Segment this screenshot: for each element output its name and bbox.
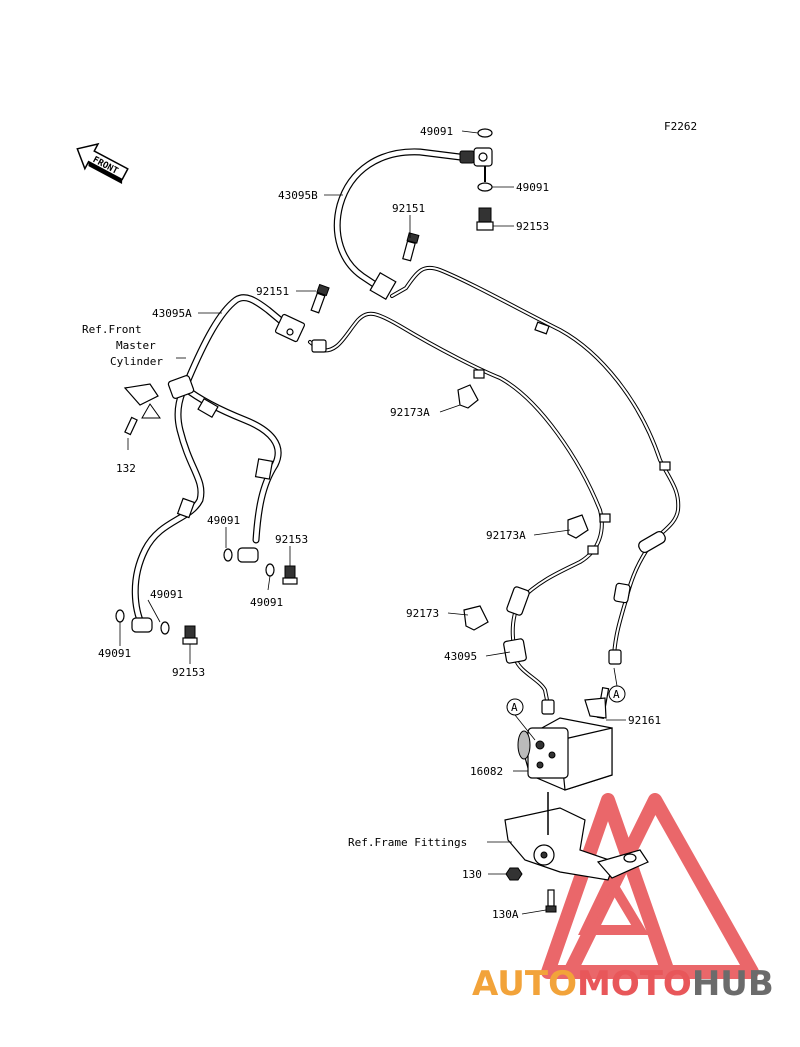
label-49091-l3: 49091 bbox=[150, 588, 183, 601]
banjo-fittings-top bbox=[476, 128, 494, 231]
label-49091-l2: 49091 bbox=[250, 596, 283, 609]
label-130A: 130A bbox=[492, 908, 519, 921]
label-132: 132 bbox=[116, 462, 136, 475]
label-ref-front-3: Cylinder bbox=[110, 355, 163, 368]
label-92153-top: 92153 bbox=[516, 220, 549, 233]
svg-text:A: A bbox=[613, 688, 620, 701]
abs-unit bbox=[517, 687, 613, 791]
label-130: 130 bbox=[462, 868, 482, 881]
label-49091-mid: 49091 bbox=[516, 181, 549, 194]
label-ref-front-2: Master bbox=[116, 339, 156, 352]
label-92173: 92173 bbox=[406, 607, 439, 620]
label-92151-b: 92151 bbox=[256, 285, 289, 298]
callout-a-right: A bbox=[608, 667, 626, 703]
label-49091-l4: 49091 bbox=[98, 647, 131, 660]
hose-43095A bbox=[131, 294, 306, 629]
leader-lines bbox=[119, 130, 626, 915]
label-92173A-b: 92173A bbox=[486, 529, 526, 542]
front-arrow-icon: FRONT bbox=[76, 142, 129, 184]
label-92161: 92161 bbox=[628, 714, 661, 727]
label-43095A: 43095A bbox=[152, 307, 192, 320]
svg-text:A: A bbox=[511, 701, 518, 714]
label-49091-l1: 49091 bbox=[207, 514, 240, 527]
banjo-fittings-left bbox=[115, 547, 298, 645]
bolts-130 bbox=[505, 867, 557, 913]
abs-bracket bbox=[504, 792, 649, 881]
label-43095: 43095 bbox=[444, 650, 477, 663]
figure-code: F2262 bbox=[664, 120, 697, 133]
watermark-logo bbox=[541, 793, 759, 979]
hose-43095B bbox=[333, 147, 493, 300]
label-16082: 16082 bbox=[470, 765, 503, 778]
part-labels: 49091 49091 92153 43095B 92151 92151 430… bbox=[82, 125, 661, 921]
label-ref-front-1: Ref.Front bbox=[82, 323, 142, 336]
label-43095B: 43095B bbox=[278, 189, 318, 202]
label-49091-top: 49091 bbox=[420, 125, 453, 138]
bolts-92151 bbox=[310, 232, 420, 314]
callout-a-left: A bbox=[506, 698, 536, 741]
label-92153-l1: 92153 bbox=[275, 533, 308, 546]
label-ref-frame: Ref.Frame Fittings bbox=[348, 836, 467, 849]
clips-92173 bbox=[457, 384, 589, 631]
clamp-132 bbox=[123, 383, 161, 436]
label-92151-a: 92151 bbox=[392, 202, 425, 215]
label-92153-l2: 92153 bbox=[172, 666, 205, 679]
watermark-text: AUTOMOTOHUB bbox=[472, 964, 774, 1004]
brake-pipes bbox=[308, 265, 681, 715]
label-92173A-a: 92173A bbox=[390, 406, 430, 419]
